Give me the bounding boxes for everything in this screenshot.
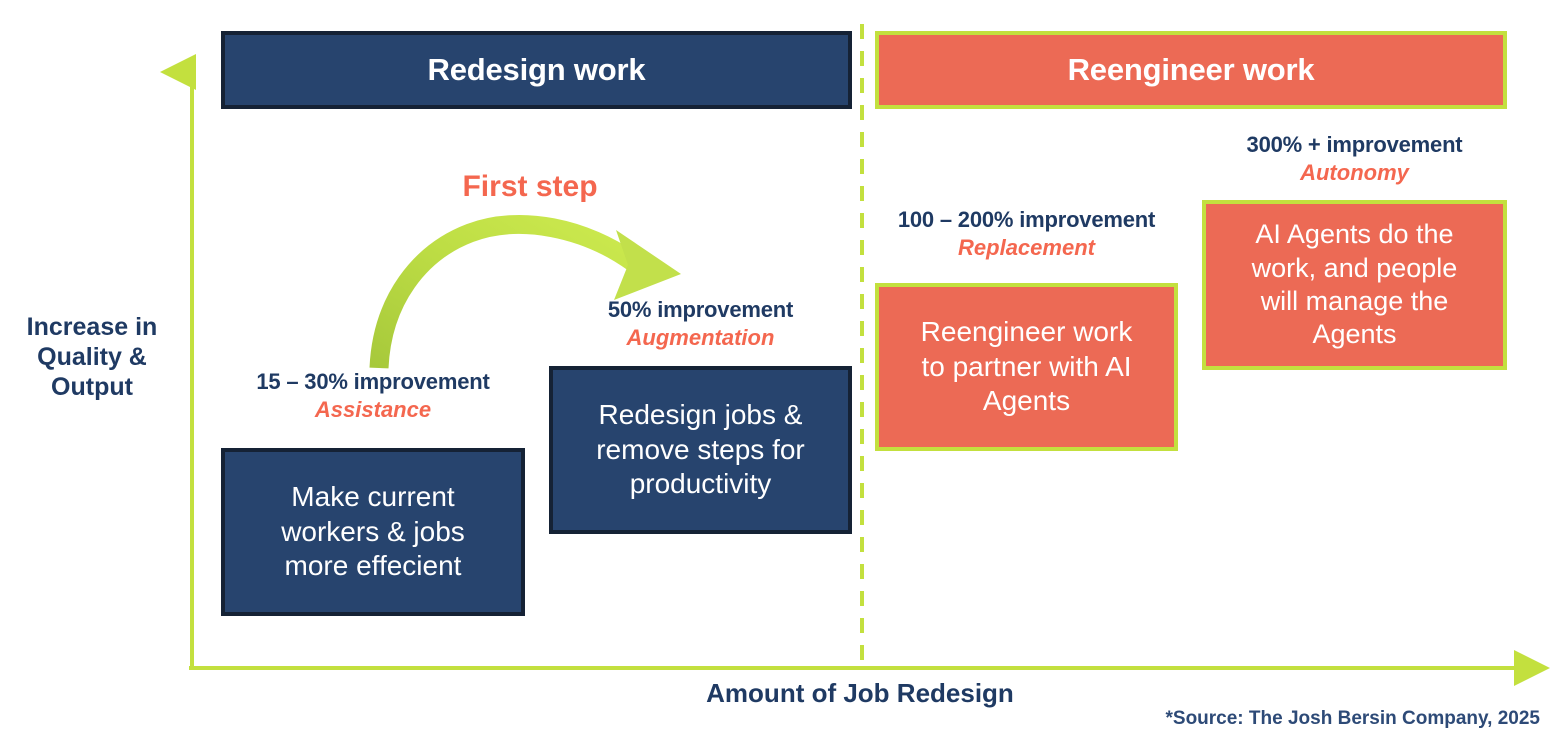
banner-redesign-work-label: Redesign work — [427, 52, 646, 87]
autonomy-mode: Autonomy — [1300, 159, 1409, 185]
stage-box-replacement-text: Reengineer work to partner with AI Agent… — [920, 315, 1133, 417]
caption-assistance: 15 – 30% improvement Assistance — [221, 369, 525, 422]
stage-box-assistance-text: Make current workers & jobs more effecie… — [281, 480, 465, 582]
x-axis-title: Amount of Job Redesign — [706, 678, 1014, 708]
assistance-mode: Assistance — [314, 396, 432, 422]
autonomy-improvement: 300% + improvement — [1246, 132, 1463, 157]
caption-augmentation: 50% improvement Augmentation — [549, 297, 852, 350]
caption-replacement: 100 – 200% improvement Replacement — [869, 207, 1184, 260]
banner-reengineer-work: Reengineer work — [875, 31, 1507, 109]
stage-box-replacement: Reengineer work to partner with AI Agent… — [875, 283, 1178, 451]
replacement-mode: Replacement — [958, 234, 1095, 260]
first-step-label: First step — [462, 170, 598, 203]
y-axis-title: Increase in Quality & Output — [26, 313, 158, 401]
augmentation-improvement: 50% improvement — [607, 297, 794, 322]
caption-autonomy: 300% + improvement Autonomy — [1202, 132, 1507, 185]
banner-reengineer-work-label: Reengineer work — [1067, 52, 1315, 87]
stage-box-autonomy: AI Agents do the work, and people will m… — [1202, 200, 1507, 370]
assistance-improvement: 15 – 30% improvement — [256, 369, 490, 394]
banner-redesign-work: Redesign work — [221, 31, 852, 109]
source-note: *Source: The Josh Bersin Company, 2025 — [1165, 708, 1541, 729]
stage-box-autonomy-text: AI Agents do the work, and people will m… — [1251, 219, 1458, 350]
stage-box-augmentation: Redesign jobs & remove steps for product… — [549, 366, 852, 534]
augmentation-mode: Augmentation — [626, 324, 775, 350]
stage-box-augmentation-text: Redesign jobs & remove steps for product… — [596, 398, 805, 500]
replacement-improvement: 100 – 200% improvement — [897, 207, 1156, 232]
stage-box-assistance: Make current workers & jobs more effecie… — [221, 448, 525, 616]
